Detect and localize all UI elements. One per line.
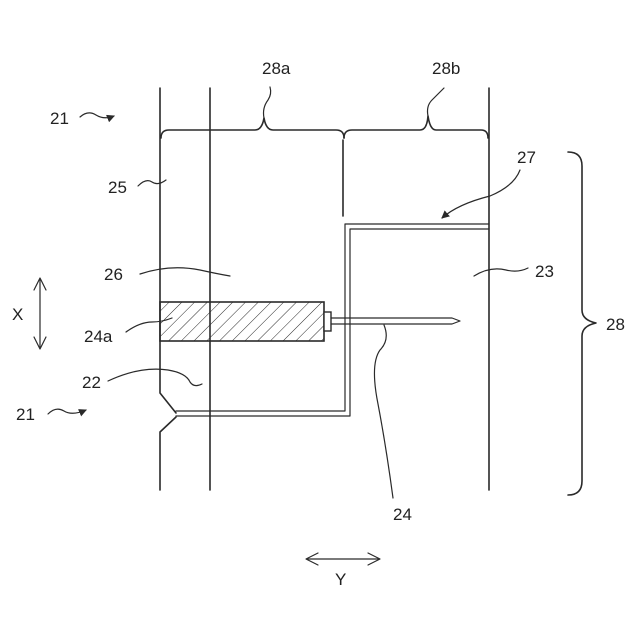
label-24a: 24a bbox=[84, 327, 113, 346]
label-28b: 28b bbox=[432, 59, 460, 78]
brace-28a bbox=[161, 118, 344, 138]
label-28: 28 bbox=[606, 315, 625, 334]
label-21-bottom: 21 bbox=[16, 405, 35, 424]
panel-left-edge-upper bbox=[160, 88, 176, 413]
brace-28b-tail bbox=[428, 88, 445, 116]
arrow-27 bbox=[442, 170, 520, 218]
leader-26 bbox=[140, 268, 230, 276]
label-24: 24 bbox=[393, 505, 412, 524]
label-23: 23 bbox=[535, 262, 554, 281]
leader-24 bbox=[374, 325, 393, 498]
leader-23 bbox=[474, 268, 528, 276]
label-25: 25 bbox=[108, 178, 127, 197]
label-22: 22 bbox=[82, 373, 101, 392]
arrow-21-bottom bbox=[48, 409, 86, 414]
brace-28b bbox=[344, 116, 488, 138]
anchor-block-24a bbox=[160, 302, 324, 341]
arrow-21-top bbox=[80, 113, 114, 118]
brace-28 bbox=[568, 152, 596, 495]
label-x: X bbox=[12, 305, 23, 324]
label-y: Y bbox=[335, 570, 346, 589]
label-26: 26 bbox=[104, 265, 123, 284]
leader-25 bbox=[138, 180, 166, 186]
label-21-top: 21 bbox=[50, 109, 69, 128]
label-28a: 28a bbox=[262, 59, 291, 78]
label-27: 27 bbox=[517, 148, 536, 167]
pin-cap bbox=[324, 312, 331, 331]
brace-28a-tail bbox=[264, 87, 271, 118]
leader-22 bbox=[108, 369, 202, 385]
panel-left-edge-lower bbox=[160, 417, 176, 490]
